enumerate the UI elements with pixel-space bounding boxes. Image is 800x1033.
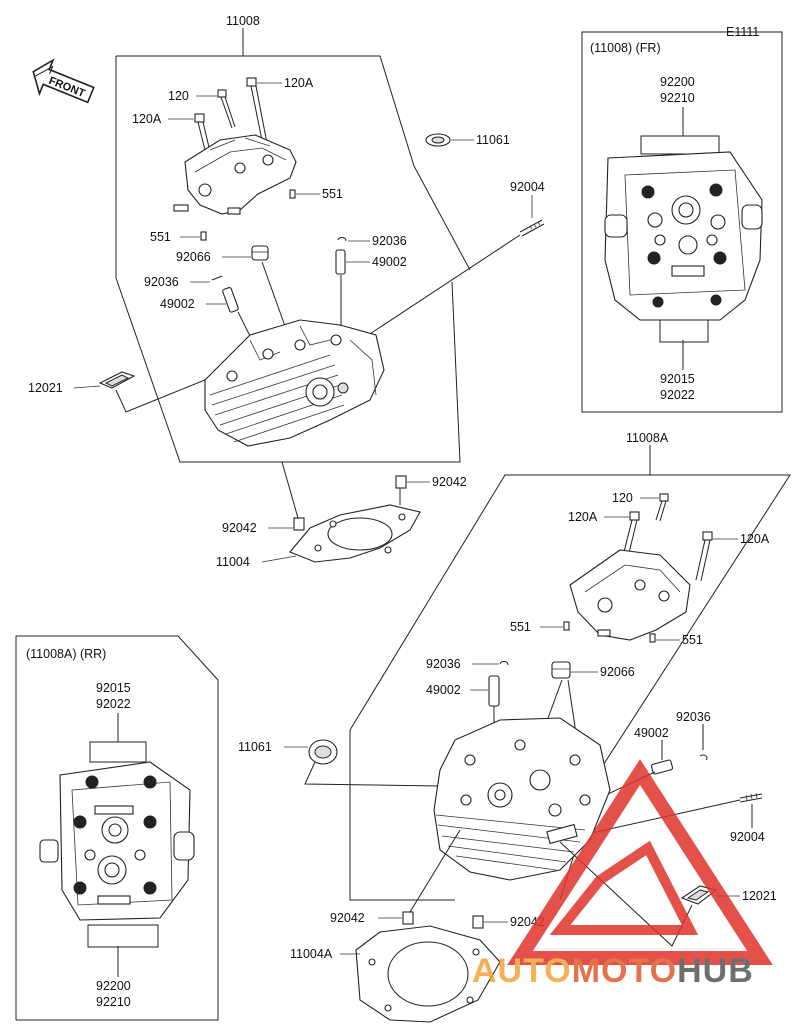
- label-49002-right-rear: 49002: [634, 726, 669, 740]
- watermark-triangle-icon: [507, 759, 773, 965]
- dowel-551-right: [289, 189, 296, 199]
- bolt-120: [217, 89, 236, 129]
- grommet-11061-rear: [308, 739, 338, 765]
- label-92036-upper: 92036: [372, 234, 407, 248]
- label-11004: 11004: [216, 555, 250, 569]
- label-11008A: 11008A: [626, 431, 669, 445]
- label-49002-left: 49002: [160, 297, 195, 311]
- label-12021-rear: 12021: [742, 889, 777, 903]
- gasket-12021-front: [98, 371, 136, 389]
- inset-rr-top-2: 92022: [96, 697, 131, 711]
- inset-front: (11008) (FR) 92200 92210 92015 92022: [581, 31, 783, 413]
- valve-guide-49002-left: [222, 287, 239, 313]
- label-92042-left-rear: 92042: [330, 911, 365, 925]
- rear-cylinder-head-group: 11008A 120 120A 120A 551 551 92036 92066…: [238, 431, 791, 1023]
- valve-guide-49002-right-rear: [650, 759, 674, 775]
- clip-92036-right-rear: [699, 754, 708, 761]
- label-92036-left: 92036: [144, 275, 179, 289]
- label-551-left-rear: 551: [510, 620, 531, 634]
- label-92036-top-rear: 92036: [426, 657, 461, 671]
- label-92066: 92066: [176, 250, 211, 264]
- dowel-92042-right-front: [395, 475, 407, 489]
- head-gasket-11004: [289, 504, 421, 563]
- inset-rr-top-1: 92015: [96, 681, 131, 695]
- inset-rr-bottom-2: 92210: [96, 995, 131, 1009]
- label-11008: 11008: [226, 14, 260, 28]
- label-92036-right-rear: 92036: [676, 710, 711, 724]
- dowel-551-right-rear: [649, 633, 656, 643]
- label-92004: 92004: [510, 180, 545, 194]
- valve-guide-49002-upper: [335, 249, 346, 275]
- label-11061: 11061: [476, 133, 510, 147]
- head-gasket-11004A: [355, 925, 501, 1023]
- label-11004A: 11004A: [290, 947, 333, 961]
- bolt-120A-right-rear: [695, 531, 713, 582]
- label-551-right: 551: [322, 187, 343, 201]
- label-92004-rear: 92004: [730, 830, 765, 844]
- brand-part-auto: AUTO: [472, 952, 572, 990]
- inset-fr-title: (11008) (FR): [590, 41, 661, 55]
- bolt-120-rear: [655, 493, 669, 522]
- clip-92036-upper: [337, 237, 347, 242]
- label-92042-left: 92042: [222, 521, 257, 535]
- camshaft-holder-rear: [569, 549, 691, 641]
- stud-92004-front: [519, 219, 545, 237]
- label-92042-right: 92042: [432, 475, 467, 489]
- plug-92066-front: [251, 245, 269, 261]
- clip-92036-left: [211, 275, 223, 281]
- brand-part-moto: MOTO: [572, 952, 677, 990]
- head-top-view-rear: [39, 741, 195, 948]
- brand-part-hub: HUB: [677, 952, 754, 990]
- clip-92036-top-rear: [499, 661, 509, 666]
- label-120A-right-rear: 120A: [740, 532, 770, 546]
- label-49002-top-rear: 49002: [426, 683, 461, 697]
- label-551-left: 551: [150, 230, 171, 244]
- plug-92066-rear: [551, 661, 571, 679]
- cylinder-head-rear: [433, 717, 611, 881]
- label-92066-rear: 92066: [600, 665, 635, 679]
- label-120: 120: [168, 89, 189, 103]
- inset-rr-title: (11008A) (RR): [26, 647, 106, 661]
- dowel-92042-left-rear: [402, 911, 414, 925]
- dowel-551-left: [200, 231, 207, 241]
- inset-rear: (11008A) (RR) 92015 92022 92200 92210: [15, 635, 219, 1021]
- inset-fr-bottom-1: 92015: [660, 372, 695, 386]
- grommet-11061-front: [425, 133, 451, 147]
- cylinder-head-front: [204, 319, 385, 447]
- label-49002-upper: 49002: [372, 255, 407, 269]
- label-120-rear: 120: [612, 491, 633, 505]
- head-top-view-front: [604, 135, 763, 343]
- automotohub-watermark: AUTOMOTOHUB: [472, 759, 773, 990]
- inset-fr-bottom-2: 92022: [660, 388, 695, 402]
- label-120A-left-rear: 120A: [568, 510, 598, 524]
- label-120A-top: 120A: [284, 76, 314, 90]
- label-11061-rear: 11061: [238, 740, 272, 754]
- label-551-right-rear: 551: [682, 633, 703, 647]
- inset-rr-bottom-1: 92200: [96, 979, 131, 993]
- dowel-92042-left-front: [293, 517, 305, 531]
- camshaft-holder-front: [173, 134, 297, 215]
- dowel-551-left-rear: [563, 621, 570, 631]
- inset-fr-top-1: 92200: [660, 75, 695, 89]
- dowel-92042-right-rear: [472, 915, 484, 929]
- stud-92004-rear: [739, 792, 763, 803]
- front-arrow-icon: FRONT: [32, 58, 95, 104]
- inset-fr-top-2: 92210: [660, 91, 695, 105]
- label-12021: 12021: [28, 381, 63, 395]
- brand-wordmark: AUTOMOTOHUB: [472, 952, 754, 990]
- label-120A-left: 120A: [132, 112, 162, 126]
- valve-guide-49002-top-rear: [488, 675, 500, 707]
- front-cylinder-head-group: 11008 120A 120 120A 11061 551 551 92004 …: [28, 14, 545, 569]
